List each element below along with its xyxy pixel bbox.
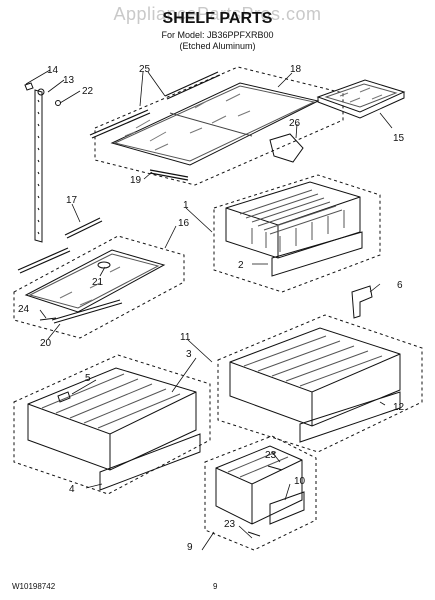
bracket-6 <box>351 285 373 319</box>
middle-shelf-glass <box>24 249 166 313</box>
callout-20: 20 <box>40 338 52 349</box>
watermark: AppliancePartsPros.com <box>113 4 322 24</box>
crisper-drawer-11 <box>229 327 401 427</box>
callout-26: 26 <box>289 118 301 129</box>
callout-25: 25 <box>139 64 151 75</box>
callout-21: 21 <box>92 277 104 288</box>
callout-2: 2 <box>238 260 244 271</box>
doc-number: W10198742 <box>12 582 56 591</box>
callout-4: 4 <box>69 484 75 495</box>
trim-strip-17-lower <box>17 247 71 274</box>
callout-16: 16 <box>178 218 190 229</box>
callout-15: 15 <box>393 133 405 144</box>
trim-strip-20 <box>51 299 123 324</box>
panel-26 <box>269 133 304 163</box>
trim-strip-24 <box>39 317 57 321</box>
screw-23-lower <box>247 531 261 537</box>
callout-9: 9 <box>187 542 193 553</box>
callout-14: 14 <box>47 65 59 76</box>
callout-1: 1 <box>183 200 189 211</box>
callout-11: 11 <box>180 332 191 343</box>
trim-strip-25-left <box>89 109 151 139</box>
crisper-boundary-left <box>13 354 211 495</box>
callout-23a: 23 <box>265 450 277 461</box>
shelf-group-boundary-top <box>94 66 344 186</box>
callout-22: 22 <box>82 86 94 97</box>
callout-13: 13 <box>63 75 75 86</box>
crisper-boundary-bottom <box>204 435 317 551</box>
trim-strip-25-right <box>164 71 221 100</box>
finish-line: (Etched Aluminum) <box>179 41 256 51</box>
model-line: For Model: JB36PPFXRB00 <box>161 30 274 40</box>
callout-3: 3 <box>186 349 192 360</box>
drawer-front-12 <box>299 391 401 443</box>
callout-17: 17 <box>66 195 78 206</box>
callout-19: 19 <box>130 175 142 186</box>
crisper-drawer-9 <box>215 445 303 525</box>
callout-5: 5 <box>85 373 91 384</box>
page-number: 9 <box>213 582 218 591</box>
trim-strip-19 <box>149 169 189 181</box>
drawer-front-2 <box>271 231 363 277</box>
callout-10: 10 <box>294 476 306 487</box>
top-shelf-glass <box>110 82 320 166</box>
callout-12: 12 <box>393 402 405 413</box>
small-shelf-15 <box>316 79 406 119</box>
drawer-front-10 <box>269 491 305 525</box>
drawer-front-4 <box>99 433 201 491</box>
callout-24: 24 <box>18 304 30 315</box>
crisper-boundary-right <box>217 314 423 453</box>
crisper-boundary-upper <box>213 174 381 293</box>
vertical-rail <box>24 82 61 243</box>
page-title: SHELF PARTS <box>162 10 273 27</box>
callout-18: 18 <box>290 64 302 75</box>
screw-23-upper <box>267 465 283 471</box>
callout-23b: 23 <box>224 519 236 530</box>
crisper-drawer-3 <box>27 367 197 471</box>
callout-6: 6 <box>397 280 403 291</box>
trim-strip-17-upper <box>64 217 103 239</box>
crisper-drawer-1 <box>225 181 361 259</box>
